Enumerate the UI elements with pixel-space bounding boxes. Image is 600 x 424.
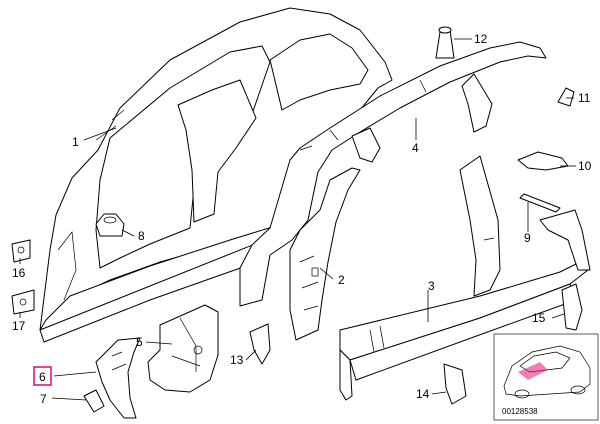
callout-7[interactable]: 7 <box>40 392 47 406</box>
part-13-reinforcement[interactable] <box>249 323 271 365</box>
part-2-pillar-inner[interactable] <box>289 167 361 341</box>
callout-2[interactable]: 2 <box>338 273 345 287</box>
callout-5[interactable]: 5 <box>136 335 143 349</box>
callout-9[interactable]: 9 <box>524 231 531 245</box>
callout-11[interactable]: 11 <box>578 91 591 105</box>
part-16-bracket[interactable] <box>11 239 31 263</box>
part-4-roof-rail[interactable] <box>239 41 547 307</box>
callout-1[interactable]: 1 <box>72 135 79 149</box>
part-15-bracket[interactable] <box>561 283 583 331</box>
catalog-number: 00128538 <box>502 407 538 416</box>
vehicle-inset[interactable]: 00128538 <box>493 333 599 421</box>
callouts: 1 2 3 4 5 6 7 8 9 10 11 12 13 14 15 16 1… <box>12 32 592 406</box>
part-11-clip[interactable] <box>557 87 575 107</box>
callout-13[interactable]: 13 <box>230 353 244 367</box>
leader-lines <box>19 38 576 401</box>
part-6-pillar-reinforcement[interactable] <box>95 337 141 419</box>
highlight-box-callout-6 <box>33 366 52 386</box>
callout-17[interactable]: 17 <box>12 319 26 333</box>
callout-12[interactable]: 12 <box>474 32 488 46</box>
part-8-nut[interactable] <box>95 213 125 237</box>
callout-6[interactable]: 6 <box>39 370 46 384</box>
part-14-bracket[interactable] <box>443 363 467 405</box>
callout-14[interactable]: 14 <box>416 387 430 401</box>
part-3-inner-rocker[interactable] <box>339 155 591 401</box>
callout-4[interactable]: 4 <box>412 141 419 155</box>
inset-frame <box>493 333 599 421</box>
part-5-reinforcement[interactable] <box>147 304 219 393</box>
callout-16[interactable]: 16 <box>12 266 26 280</box>
callout-8[interactable]: 8 <box>138 229 145 243</box>
vehicle-thumbnail <box>503 345 591 399</box>
callout-10[interactable]: 10 <box>578 159 592 173</box>
callout-3[interactable]: 3 <box>428 279 435 293</box>
part-12-plug[interactable] <box>435 26 455 59</box>
part-9-strip[interactable] <box>519 193 561 213</box>
part-1-outer-side-frame[interactable] <box>39 7 393 343</box>
callout-15[interactable]: 15 <box>532 311 546 325</box>
part-17-bracket[interactable] <box>11 289 35 315</box>
part-10-bracket[interactable] <box>517 151 569 171</box>
part-7-bracket[interactable] <box>83 389 105 413</box>
